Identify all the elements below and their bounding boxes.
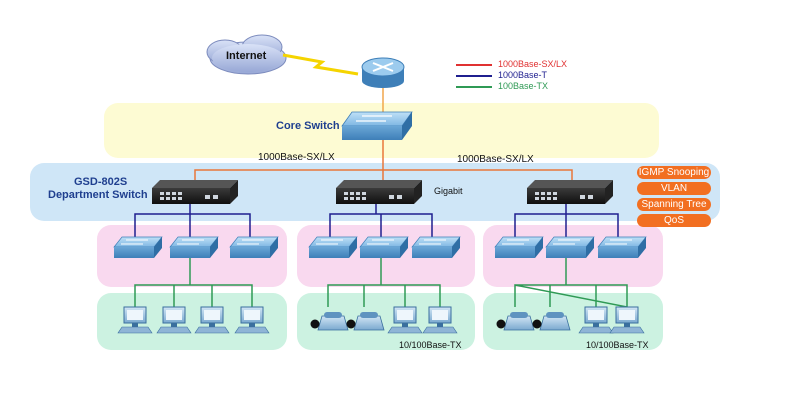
fiber-links [194, 140, 573, 183]
pc-icon [156, 306, 192, 334]
access-switch-icon [597, 236, 647, 258]
pc-icon [117, 306, 153, 334]
router-icon [361, 57, 405, 88]
legend-label: 1000Base-SX/LX [498, 59, 568, 69]
ip-phone-icon [310, 312, 349, 331]
legend-swatch [456, 75, 492, 77]
department-switch-subtitle: Department Switch [48, 189, 148, 201]
access-switch-icon [229, 236, 279, 258]
pc-icon [609, 306, 645, 334]
fiber-link-label-right: 1000Base-SX/LX [457, 154, 534, 165]
department-switch-model: GSD-802S [74, 176, 128, 188]
internet-cloud-icon [206, 34, 287, 75]
gigabit-copper-links [134, 204, 619, 237]
access-switch-icon [308, 236, 358, 258]
lightning-bolt-icon [282, 53, 359, 76]
core-switch-label: Core Switch [276, 120, 340, 132]
internet-label: Internet [226, 50, 267, 62]
access-switch-icon [411, 236, 461, 258]
fast-ethernet-links [134, 258, 628, 308]
feature-igmp-snooping: IGMP Snooping [637, 166, 711, 179]
department-switch-right [527, 180, 613, 204]
pc-icon [578, 306, 614, 334]
gigabit-label: Gigabit [434, 186, 463, 196]
ip-phone-icon [532, 312, 571, 331]
access-switch-icon [359, 236, 409, 258]
pc-icon [234, 306, 270, 334]
access-switch-icon [169, 236, 219, 258]
feature-vlan: VLAN [637, 182, 711, 195]
access-link-label-middle: 10/100Base-TX [399, 340, 462, 350]
pc-icon [422, 306, 458, 334]
pc-icon [387, 306, 423, 334]
department-switch-left [152, 180, 238, 204]
core-switch-icon [341, 111, 413, 140]
fiber-link-label-left: 1000Base-SX/LX [258, 152, 335, 163]
access-switch-icon [113, 236, 163, 258]
feature-spanning-tree: Spanning Tree [637, 198, 711, 211]
legend-swatch [456, 86, 492, 88]
legend-label: 1000Base-T [498, 70, 548, 80]
access-link-label-right: 10/100Base-TX [586, 340, 649, 350]
pc-icon [194, 306, 230, 334]
ip-phone-icon [496, 312, 535, 331]
legend-swatch [456, 64, 492, 66]
legend-label: 100Base-TX [498, 81, 549, 91]
access-switch-icon [494, 236, 544, 258]
department-switch-middle [336, 180, 422, 204]
feature-qos: QoS [637, 214, 711, 227]
ip-phone-icon [346, 312, 385, 331]
access-switch-icon [545, 236, 595, 258]
